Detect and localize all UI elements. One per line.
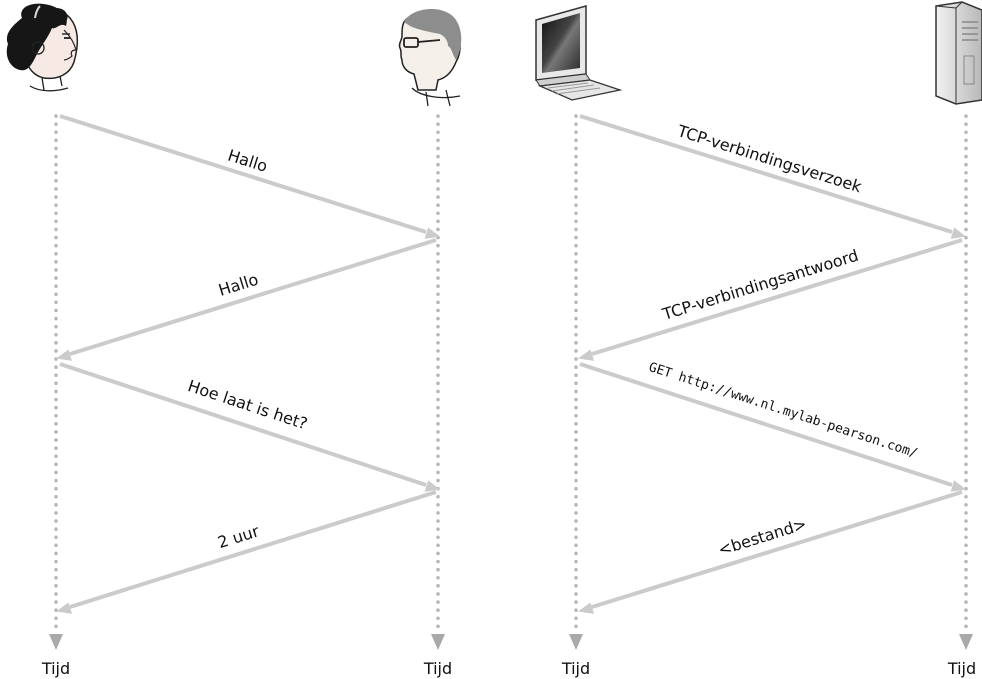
woman-icon (6, 3, 78, 92)
message-label-http-get: GET http://www.nl.mylab-pearson.com/ (647, 360, 920, 461)
message-network-1: TCP-verbindingsverzoek (579, 114, 966, 239)
message-network-4: <bestand> (578, 490, 963, 614)
timeline-computer (569, 114, 583, 650)
message-human-4: 2 uur (56, 490, 437, 614)
time-label-woman: Tijd (41, 659, 70, 678)
timeline-woman (49, 114, 63, 650)
time-label-computer: Tijd (561, 659, 590, 678)
desktop-computer-icon (535, 5, 623, 101)
timeline-server (959, 114, 973, 650)
message-network-2: TCP-verbindingsantwoord (578, 238, 963, 361)
message-human-2: Hallo (56, 238, 437, 361)
time-label-man: Tijd (423, 659, 452, 678)
message-human-1: Hallo (59, 114, 440, 239)
message-label-tcp-reply: TCP-verbindingsantwoord (659, 246, 860, 324)
man-with-glasses-icon (398, 8, 462, 107)
message-human-3: Hoe laat is het? (59, 362, 440, 492)
time-label-server: Tijd (947, 659, 976, 678)
message-network-3: GET http://www.nl.mylab-pearson.com/ (579, 360, 966, 492)
timeline-man (431, 114, 445, 650)
server-tower-icon (935, 1, 982, 105)
message-label-tcp-request: TCP-verbindingsverzoek (674, 121, 864, 197)
